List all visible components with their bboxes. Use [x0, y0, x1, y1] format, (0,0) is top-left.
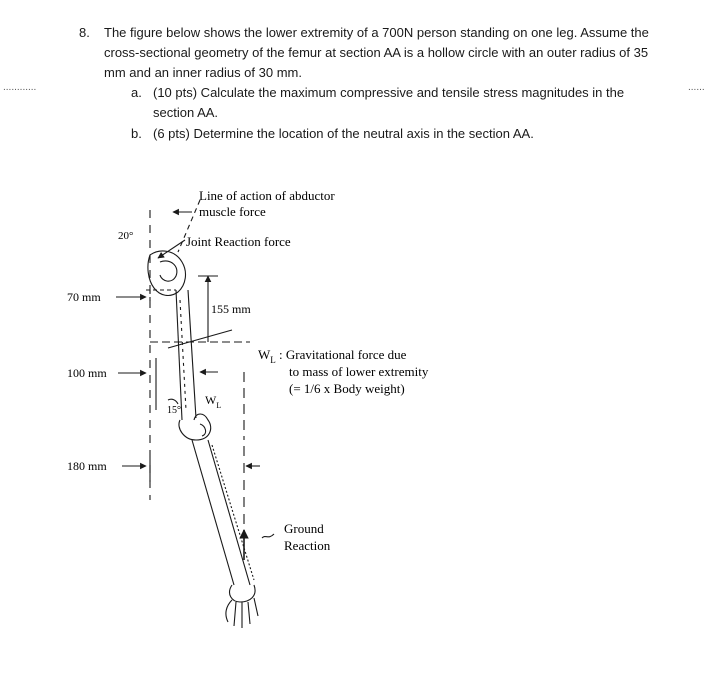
abductor-line [177, 199, 201, 253]
dim-70-label: 70 mm [67, 290, 101, 304]
femur-inner-dashes [179, 299, 187, 411]
ground-label-2: Reaction [284, 538, 331, 553]
problem-8: 8. The figure below shows the lower extr… [0, 0, 715, 150]
part-a-line-2: section AA. [153, 105, 219, 120]
knee-cap [199, 423, 207, 437]
femur-shaft-left [175, 289, 183, 421]
question-line-1: The figure below shows the lower extremi… [104, 25, 649, 40]
dim-155-label: 155 mm [211, 302, 251, 316]
question-number: 8. [79, 25, 90, 40]
tibia-right [207, 439, 251, 586]
abductor-label-2: muscle force [199, 204, 266, 219]
pelvis-outline [147, 250, 187, 297]
foot [225, 597, 259, 628]
angle-20-label: 20° [118, 230, 133, 242]
question-line-3: mm and an inner radius of 30 mm. [104, 65, 302, 80]
ground-label-1: Ground [284, 521, 324, 536]
knee-joint [178, 413, 212, 441]
joint-reaction-label: Joint Reaction force [186, 234, 291, 249]
wl-mark-sub: L [216, 401, 221, 410]
wl-legend-w: W [258, 347, 271, 362]
fibula [211, 444, 255, 581]
tibia-left [191, 439, 235, 586]
wl-legend-line-2: to mass of lower extremity [289, 364, 429, 379]
abductor-label-1: Line of action of abductor [199, 188, 335, 203]
section-aa-line [167, 329, 233, 349]
wl-legend-symbol: WL [258, 347, 276, 365]
question-text: The figure below shows the lower extremi… [104, 23, 694, 83]
ground-label-leader [261, 533, 275, 539]
dim-100-label: 100 mm [67, 366, 107, 380]
part-b-line-1: (6 pts) Determine the location of the ne… [153, 126, 534, 141]
dim-70-tick [146, 289, 176, 304]
left-margin-mark: ............ [3, 82, 37, 93]
part-b-letter: b. [131, 126, 142, 141]
part-b-text: (6 pts) Determine the location of the ne… [153, 124, 663, 144]
right-margin-mark: ...... [688, 82, 705, 93]
part-a-text: (10 pts) Calculate the maximum compressi… [153, 83, 663, 123]
wl-legend-line-1: : Gravitational force due [279, 347, 407, 362]
femoral-head [159, 260, 178, 282]
leg-drawing [116, 199, 275, 628]
dim-180-label: 180 mm [67, 459, 107, 473]
wl-legend-sub: L [270, 355, 276, 365]
wl-mark: WL [205, 393, 221, 410]
part-a-line-1: (10 pts) Calculate the maximum compressi… [153, 85, 625, 100]
ankle [229, 584, 256, 603]
joint-reaction-arrow-icon [157, 239, 186, 259]
femur-shaft-right [187, 289, 197, 419]
question-line-2: cross-sectional geometry of the femur at… [104, 45, 649, 60]
angle-15-label: 15° [167, 405, 181, 416]
wl-legend-line-3: (= 1/6 x Body weight) [289, 381, 405, 396]
angle-15-arc [167, 398, 179, 405]
part-a-letter: a. [131, 85, 142, 100]
wl-mark-symbol: W [205, 393, 217, 407]
